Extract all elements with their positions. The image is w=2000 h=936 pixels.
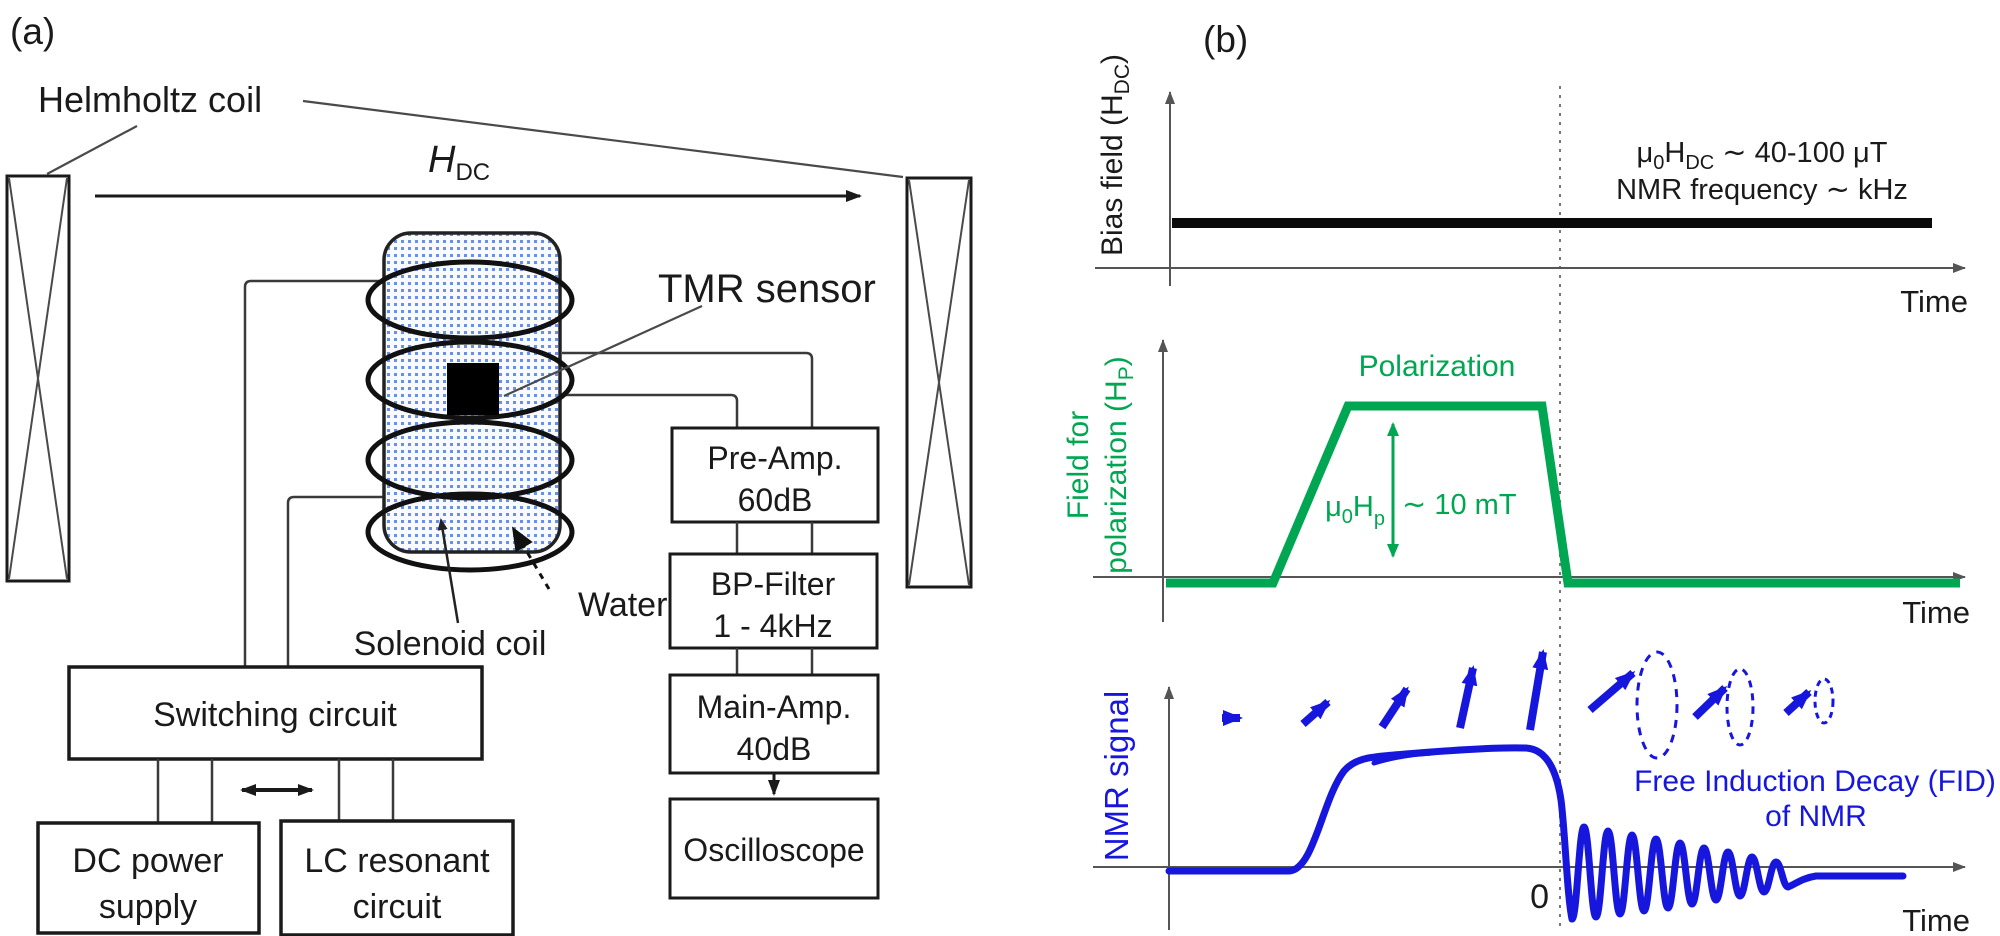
oscilloscope-box	[668, 797, 880, 900]
fid-label-line1: Free Induction Decay (FID)	[1634, 765, 1996, 798]
precession-ellipse-2	[1725, 667, 1755, 747]
lc-resonant-box	[279, 819, 515, 936]
polarization-pulse-trace	[1166, 401, 1960, 588]
bp-filter-label-2: 1 - 4kHz	[713, 608, 832, 644]
solenoid-loop	[365, 339, 575, 421]
panel-a-tag: (a)	[10, 11, 55, 52]
pre-amp-label-2: 60dB	[738, 482, 813, 518]
precession-arrow-2	[1692, 685, 1728, 720]
fid-label-line2: of NMR	[1765, 800, 1867, 833]
wire-coil-to-switching-1	[243, 279, 384, 667]
pre-amp-label-1: Pre-Amp.	[707, 440, 842, 476]
helmholtz-coil-right-cross	[908, 179, 970, 586]
time-zero-label: 0	[1530, 878, 1549, 916]
bp-filter-box	[668, 552, 879, 650]
bias-annotation-line1: μ0HDC ∼ 40-100 μT	[1637, 137, 1888, 174]
nmr-signal-plot: NMR signal Free Induction Decay (FID) of…	[1093, 649, 1996, 936]
solenoid-loop	[365, 259, 575, 341]
tmr-sensor	[447, 363, 499, 415]
pre-amp-box	[670, 426, 880, 524]
polarization-pulse-label: Polarization	[1359, 350, 1516, 383]
switching-circuit-box	[67, 665, 484, 761]
precession-arrow-1	[1587, 669, 1636, 714]
solenoid-loop	[365, 491, 575, 573]
hp-label: μ0Hp	[1325, 491, 1385, 530]
polarization-plot: Field for polarization (HP) Polarization…	[1062, 339, 1970, 630]
dc-power-label-1: DC power	[72, 842, 223, 880]
panel-b: (b) Bias field (HDC) μ0HDC ∼ 40-100 μT N…	[1062, 19, 1996, 936]
helmholtz-leader-left	[46, 125, 138, 175]
lc-resonant-label-2: circuit	[353, 888, 442, 926]
tmr-leader	[503, 304, 703, 398]
solenoid-coil-label: Solenoid coil	[354, 625, 547, 663]
bias-y-axis-label: Bias field (HDC)	[1096, 54, 1134, 256]
magnetization-arrow-4	[1456, 665, 1478, 729]
polarization-time-label: Time	[1902, 595, 1970, 630]
magnetization-arrow-5	[1526, 649, 1549, 731]
water-label: Water	[578, 586, 667, 624]
helmholtz-leader-right	[302, 99, 904, 179]
wire-sensor-to-preamp-1	[562, 351, 814, 428]
polarization-y-label-line1: Field for	[1062, 411, 1095, 519]
bias-field-plot: Bias field (HDC) μ0HDC ∼ 40-100 μT NMR f…	[1095, 54, 1968, 319]
wire-sensor-to-preamp-2	[562, 393, 739, 428]
bias-time-label: Time	[1900, 284, 1968, 319]
nmr-y-axis-label: NMR signal	[1098, 691, 1135, 862]
magnetization-arrow-3	[1378, 686, 1411, 730]
polarization-y-label-line2: polarization (HP)	[1100, 356, 1138, 573]
precession-ellipse-3	[1813, 677, 1835, 725]
dc-power-box	[36, 821, 261, 935]
oscilloscope-label: Oscilloscope	[683, 832, 864, 868]
tmr-sensor-label: TMR sensor	[658, 267, 876, 311]
precession-ellipses	[1587, 650, 1835, 760]
helmholtz-coil-left-cross	[8, 177, 68, 580]
switching-circuit-label: Switching circuit	[153, 696, 397, 734]
precession-ellipse-1	[1635, 650, 1679, 760]
solenoid-loop	[365, 419, 575, 501]
solenoid-leader-arrow	[437, 518, 460, 624]
bp-filter-label-1: BP-Filter	[711, 566, 836, 602]
hp-value-label: ∼ 10 mT	[1402, 489, 1517, 521]
magnetization-arrows	[1222, 649, 1549, 731]
helmholtz-coil-label: Helmholtz coil	[38, 79, 262, 120]
panel-a: (a) Helmholtz coil HDC TMR sensor	[5, 11, 973, 936]
magnetization-arrow-2	[1300, 698, 1331, 728]
panel-b-tag: (b)	[1203, 19, 1248, 60]
nmr-plateau-overstroke	[1371, 750, 1435, 766]
hdc-label: HDC	[428, 139, 490, 186]
wire-coil-to-switching-2	[286, 495, 384, 667]
nmr-signal-trace	[1165, 744, 1907, 923]
precession-arrow-3	[1783, 689, 1812, 716]
dc-power-label-2: supply	[99, 888, 197, 926]
bias-annotation-line2: NMR frequency ∼ kHz	[1616, 174, 1908, 206]
nmr-time-label: Time	[1902, 903, 1970, 936]
solenoid-coil	[365, 259, 575, 573]
lc-resonant-label-1: LC resonant	[304, 842, 490, 880]
main-amp-label-2: 40dB	[737, 731, 812, 767]
main-amp-label-1: Main-Amp.	[697, 689, 852, 725]
